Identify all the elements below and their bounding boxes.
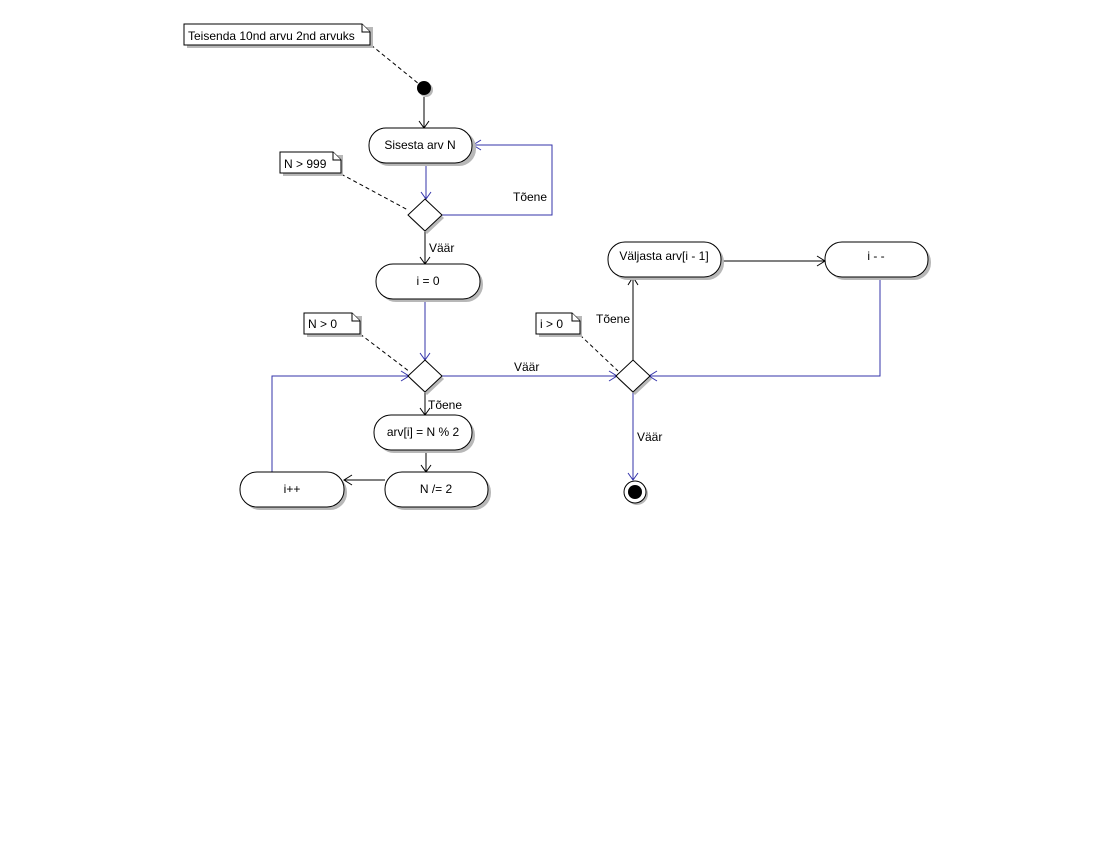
- note-anchor-title: [370, 44, 420, 85]
- note-n-gt-999-text: N > 999: [284, 157, 327, 171]
- note-anchor-i-gt-0: [579, 334, 619, 372]
- action-output: Väljasta arv[i - 1]: [607, 241, 724, 280]
- final-node: [623, 480, 648, 505]
- edges: [271, 97, 881, 486]
- decision-input-check: [407, 198, 444, 234]
- action-remainder-text: arv[i] = N % 2: [387, 425, 460, 439]
- action-init-i-text: i = 0: [416, 274, 439, 288]
- action-decrement: i - -: [824, 241, 931, 280]
- edge-increment-loop-back: [271, 375, 409, 472]
- note-title: Teisenda 10nd arvu 2nd arvuks: [183, 23, 373, 48]
- initial-node: [417, 81, 433, 97]
- note-n-gt-999: N > 999: [279, 151, 343, 176]
- note-n-gt-0-text: N > 0: [308, 317, 337, 331]
- note-anchor-n-gt-0: [359, 333, 411, 373]
- action-input-n: Sisesta arv N: [368, 127, 476, 166]
- note-title-text: Teisenda 10nd arvu 2nd arvuks: [188, 29, 355, 43]
- edge-decision-loop-back: [442, 144, 553, 216]
- note-n-gt-0: N > 0: [303, 312, 362, 337]
- action-input-n-text: Sisesta arv N: [384, 138, 455, 152]
- edge-decrement-loop-back: [649, 276, 881, 377]
- note-i-gt-0-text: i > 0: [540, 317, 563, 331]
- guard-out-false: Väär: [637, 430, 662, 444]
- guard-loop-false: Väär: [514, 360, 539, 374]
- guard-out-true: Tõene: [596, 312, 630, 326]
- action-divide-text: N /= 2: [420, 482, 453, 496]
- action-increment: i++: [239, 471, 347, 510]
- note-i-gt-0: i > 0: [535, 312, 582, 337]
- action-output-text: Väljasta arv[i - 1]: [619, 249, 708, 263]
- action-init-i: i = 0: [375, 263, 483, 302]
- guard-labels: Tõene Väär Väär Tõene Tõene Väär: [428, 190, 662, 444]
- arrowhead: [343, 474, 353, 486]
- arrowhead: [627, 472, 639, 481]
- guard-loop-true: Tõene: [428, 398, 462, 412]
- action-decrement-text: i - -: [867, 249, 884, 263]
- action-increment-text: i++: [284, 482, 301, 496]
- decision-output-check: [615, 359, 652, 395]
- guard-input-false: Väär: [429, 241, 454, 255]
- note-anchor-n-gt-999: [340, 173, 409, 211]
- decision-loop-check: [407, 359, 444, 395]
- action-divide: N /= 2: [384, 471, 491, 510]
- guard-input-true: Tõene: [513, 190, 547, 204]
- action-remainder: arv[i] = N % 2: [373, 414, 475, 453]
- arrowhead: [420, 191, 432, 200]
- note-anchors: [340, 44, 619, 373]
